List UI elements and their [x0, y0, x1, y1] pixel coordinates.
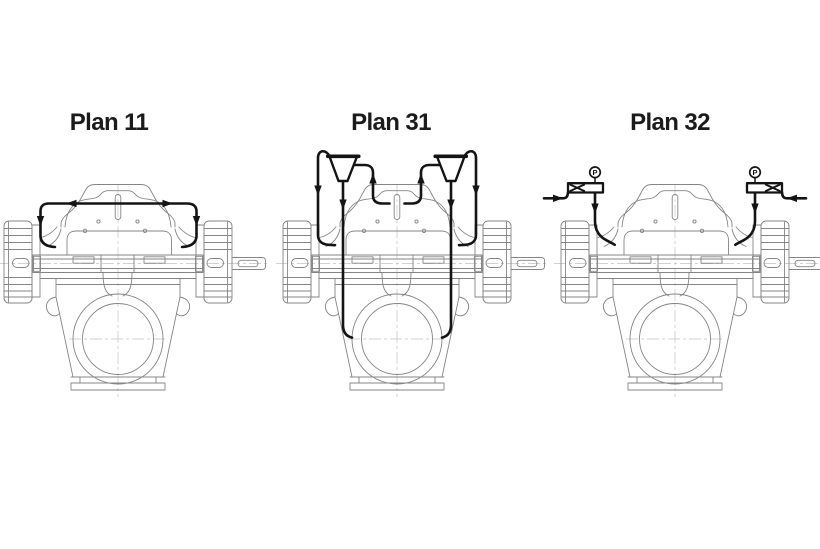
plan-32-title: Plan 32	[630, 109, 710, 136]
plan-31-title: Plan 31	[351, 109, 431, 136]
plan-11-piping	[36, 199, 201, 249]
pressure-gauge-label: P	[592, 168, 597, 177]
plan-11-title: Plan 11	[70, 109, 149, 136]
flush-assembly-right	[735, 167, 806, 245]
plan-31-piping	[314, 151, 479, 337]
flow-arrow-right	[162, 199, 173, 208]
pressure-gauge-label: P	[752, 168, 757, 177]
flow-arrow-left	[66, 199, 77, 208]
plan-32-panel: Plan 32 P P	[544, 109, 820, 398]
plan-11-panel: Plan 11	[0, 109, 271, 398]
discharge-to-seals-line	[39, 202, 198, 249]
flush-assembly-left	[544, 167, 615, 245]
plan-31-panel: Plan 31	[275, 109, 550, 398]
